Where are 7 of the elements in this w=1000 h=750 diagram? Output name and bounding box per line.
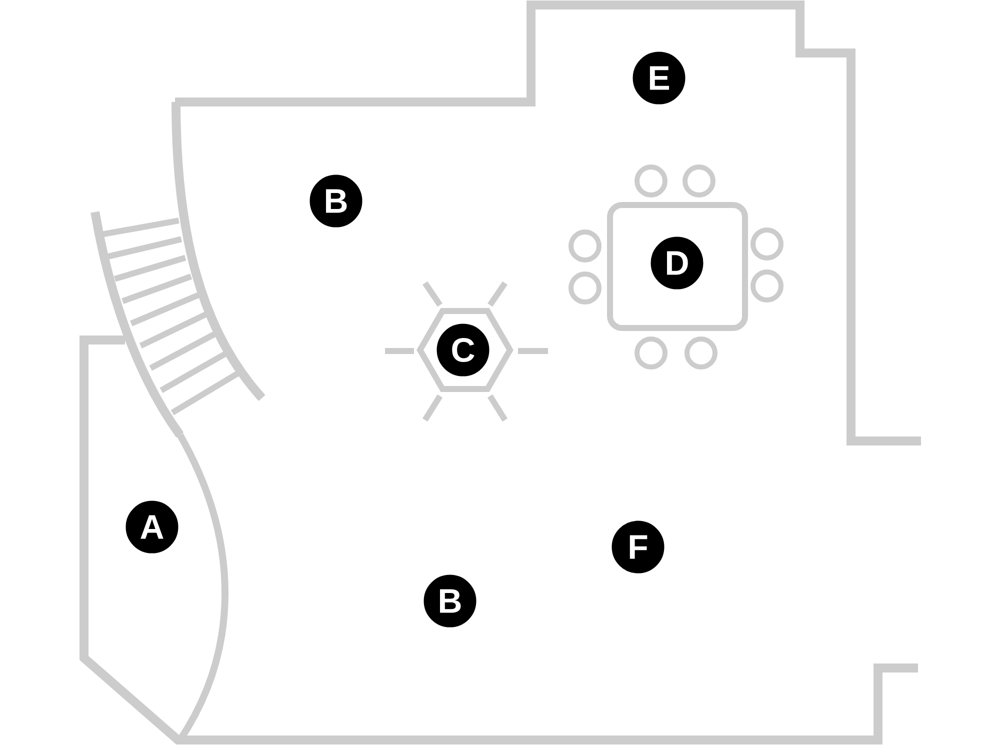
callout-number: D [649, 235, 705, 291]
callout-number: A [124, 499, 180, 555]
callout-number: B [422, 573, 478, 629]
callout-number: C [435, 322, 491, 378]
callout-number: E [631, 50, 687, 106]
callout-number: B [308, 173, 364, 229]
callout-number: F [610, 519, 666, 575]
